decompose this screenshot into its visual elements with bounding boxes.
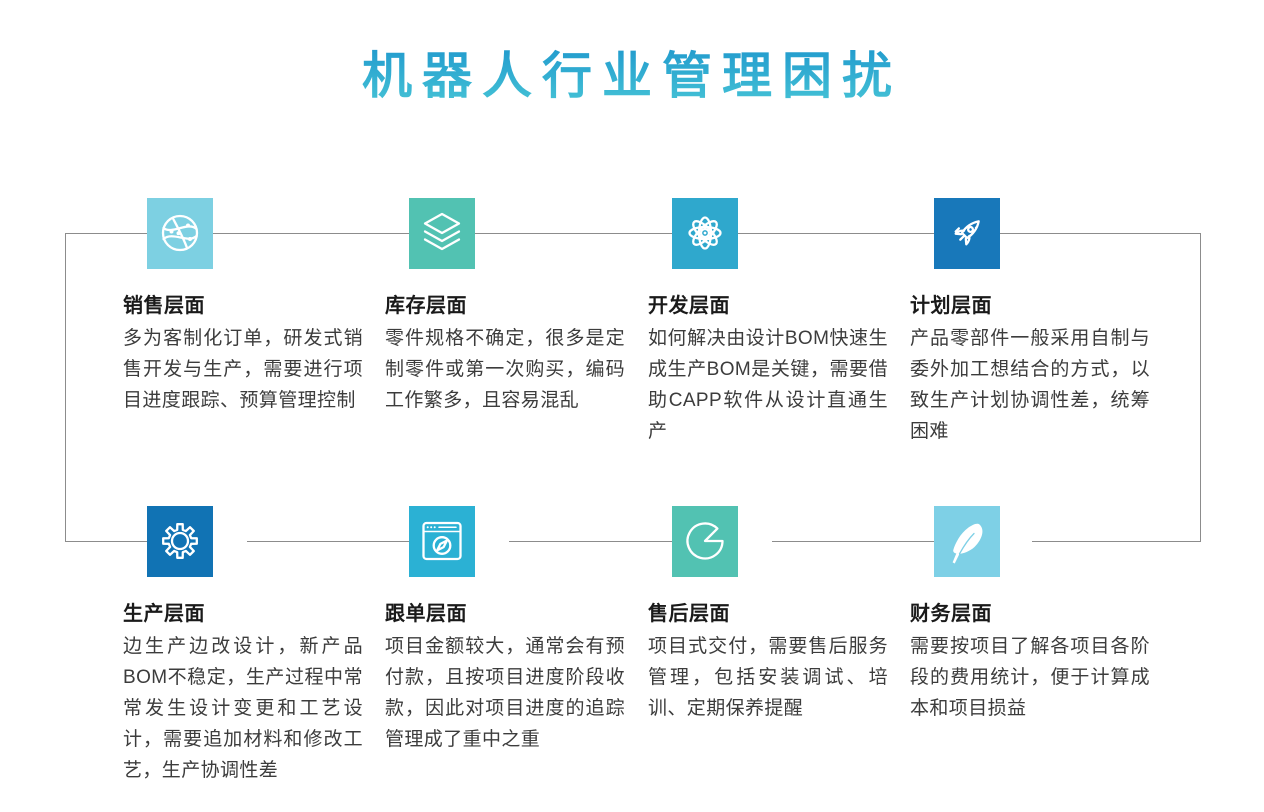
section-title: 财务层面 [910, 603, 992, 625]
globe-network-icon [161, 214, 199, 252]
connector-line-bottom-seg5 [1032, 541, 1200, 542]
section-title: 生产层面 [123, 603, 205, 625]
section-title: 库存层面 [385, 295, 467, 317]
connector-line-bottom-seg1 [65, 541, 147, 542]
atom-icon [688, 216, 722, 250]
inventory-icon-tile [409, 198, 475, 269]
section-sales: 销售层面 多为客制化订单，研发式销售开发与生产，需要进行项目进度跟踪、预算管理控… [123, 198, 363, 416]
section-order-tracking: 跟单层面 项目金额较大，通常会有预付款，且按项目进度阶段收款，因此对项目进度的追… [385, 506, 625, 755]
connector-line-bottom-seg2 [247, 541, 409, 542]
section-finance: 财务层面 需要按项目了解各项目各阶段的费用统计，便于计算成本和项目损益 [910, 506, 1150, 724]
connector-line-bottom-seg3 [509, 541, 672, 542]
section-body: 多为客制化订单，研发式销售开发与生产，需要进行项目进度跟踪、预算管理控制 [123, 328, 363, 411]
after-sales-icon-tile [672, 506, 738, 577]
section-body: 边生产边改设计，新产品BOM不稳定，生产过程中常常发生设计变更和工艺设计，需要追… [123, 636, 363, 781]
sales-icon-tile [147, 198, 213, 269]
section-title: 跟单层面 [385, 603, 467, 625]
section-body: 需要按项目了解各项目各阶段的费用统计，便于计算成本和项目损益 [910, 636, 1150, 719]
development-icon-tile [672, 198, 738, 269]
section-title: 销售层面 [123, 295, 205, 317]
connector-line-top [65, 233, 1200, 234]
connector-line-bottom-seg4 [772, 541, 935, 542]
section-body: 产品零部件一般采用自制与委外加工想结合的方式，以致生产计划协调性差，统筹困难 [910, 328, 1150, 442]
feather-icon [952, 523, 983, 564]
finance-icon-tile [934, 506, 1000, 577]
section-inventory: 库存层面 零件规格不确定，很多是定制零件或第一次购买，编码工作繁多，且容易混乱 [385, 198, 625, 416]
section-body: 项目金额较大，通常会有预付款，且按项目进度阶段收款，因此对项目进度的追踪管理成了… [385, 636, 625, 750]
section-title: 计划层面 [910, 295, 992, 317]
section-body: 如何解决由设计BOM快速生成生产BOM是关键，需要借助CAPP软件从设计直通生产 [648, 328, 888, 442]
gear-icon [162, 523, 198, 559]
production-icon-tile [147, 506, 213, 577]
pie-chart-icon [686, 522, 724, 560]
layers-icon [423, 212, 461, 251]
rocket-icon [954, 220, 980, 246]
browser-compass-icon [422, 521, 462, 561]
section-after-sales: 售后层面 项目式交付，需要售后服务管理，包括安装调试、培训、定期保养提醒 [648, 506, 888, 724]
section-title: 售后层面 [648, 603, 730, 625]
order-tracking-icon-tile [409, 506, 475, 577]
planning-icon-tile [934, 198, 1000, 269]
page-title: 机器人行业管理困扰 [0, 36, 1264, 108]
section-body: 项目式交付，需要售后服务管理，包括安装调试、培训、定期保养提醒 [648, 636, 888, 719]
section-body: 零件规格不确定，很多是定制零件或第一次购买，编码工作繁多，且容易混乱 [385, 328, 625, 411]
section-production: 生产层面 边生产边改设计，新产品BOM不稳定，生产过程中常常发生设计变更和工艺设… [123, 506, 363, 786]
section-title: 开发层面 [648, 295, 730, 317]
connector-line-left [65, 233, 66, 542]
section-planning: 计划层面 产品零部件一般采用自制与委外加工想结合的方式，以致生产计划协调性差，统… [910, 198, 1150, 447]
connector-line-right [1200, 233, 1201, 542]
section-development: 开发层面 如何解决由设计BOM快速生成生产BOM是关键，需要借助CAPP软件从设… [648, 198, 888, 447]
